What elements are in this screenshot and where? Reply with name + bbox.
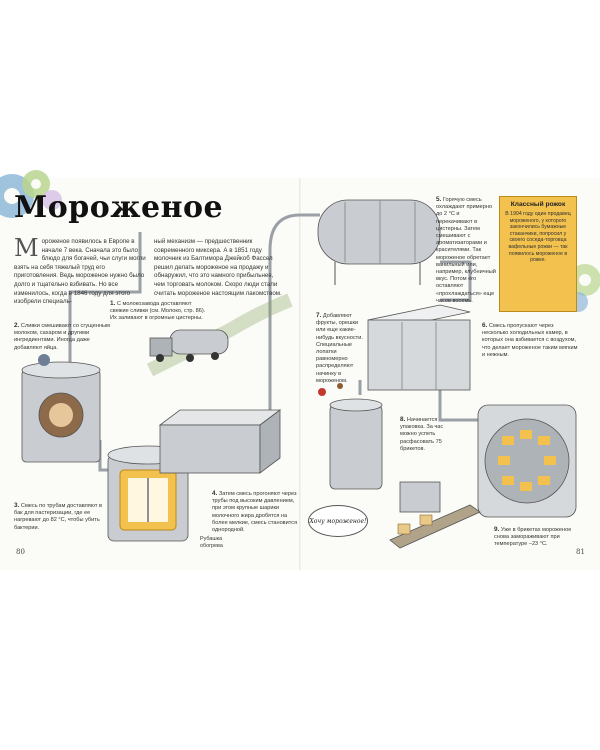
step-4-number: 4. xyxy=(212,490,218,497)
step-9-number: 9. xyxy=(494,526,500,533)
pasteurization-tank-illustration xyxy=(107,445,189,542)
heater-jacket-label: Рубашка обогрева xyxy=(200,536,223,549)
cooling-cistern-illustration xyxy=(317,199,441,285)
step-2-text: Сливки смешивают со сгущенным молоком, с… xyxy=(14,323,110,351)
step-8-text: Начинается упаковка. За час можно успеть… xyxy=(400,417,444,452)
packaging-conveyor-illustration xyxy=(389,481,481,549)
step-5-number: 5. xyxy=(436,196,442,203)
step-5-text: Горячую смесь охлаждают примерно до 2 °С… xyxy=(436,197,496,304)
step-1: 1. С молокозавода доставляют свежие слив… xyxy=(110,300,210,323)
step-7-number: 7. xyxy=(316,312,322,319)
intro-column-2: ный механизм — предшественник современно… xyxy=(154,238,282,297)
gears-decoration-left xyxy=(0,170,62,218)
page-number-right: 81 xyxy=(576,548,585,556)
step-3: 3. Смесь по трубам доставляют в бак для … xyxy=(14,502,104,532)
hardening-freezer-illustration xyxy=(477,404,577,518)
sidebar-box: Классный рожок В 1904 году один продавец… xyxy=(499,196,577,312)
step-9-text: Уже в брикетах мороженое снова заморажив… xyxy=(494,527,572,548)
intro-dropcap: М xyxy=(14,234,39,262)
step-1-number: 1. xyxy=(110,300,116,307)
step-3-text: Смесь по трубам доставляют в бак для пас… xyxy=(14,503,102,531)
step-9: 9. Уже в брикетах мороженое снова замора… xyxy=(494,526,584,549)
step-6-text: Смесь пропускают через несколько холодил… xyxy=(482,323,578,358)
step-4: 4. Затем смесь прогоняют через трубы под… xyxy=(212,490,298,534)
milk-tanker-illustration xyxy=(146,293,293,377)
filling-vat-illustration xyxy=(318,383,383,490)
step-4-text: Затем смесь прогоняют через трубы под вы… xyxy=(212,491,298,534)
step-2: 2. Сливки смешивают со сгущенным молоком… xyxy=(14,322,112,352)
speech-bubble: Хочу мороженое! xyxy=(308,505,368,537)
intro-text-1: ороженое появилось в Европе в начале 7 в… xyxy=(14,238,146,306)
page-number-left: 80 xyxy=(16,548,25,556)
step-6-number: 6. xyxy=(482,322,488,329)
sidebar-text: В 1904 году один продавец мороженого, у … xyxy=(505,211,571,264)
step-1-text: С молокозавода доставляют свежие сливки … xyxy=(110,301,206,322)
step-5: 5. Горячую смесь охлаждают примерно до 2… xyxy=(436,196,496,305)
mixing-vat-illustration xyxy=(21,354,101,463)
step-8-number: 8. xyxy=(400,416,406,423)
step-8: 8. Начинается упаковка. За час можно усп… xyxy=(400,416,444,453)
step-7: 7. Добавляют фрукты, орешки или еще каки… xyxy=(316,312,364,385)
sidebar-heading: Классный рожок xyxy=(510,201,566,208)
step-3-number: 3. xyxy=(14,502,20,509)
step-7-text: Добавляют фрукты, орешки или еще какие-н… xyxy=(316,313,363,384)
step-6: 6. Смесь пропускают через несколько холо… xyxy=(482,322,578,359)
step-2-number: 2. xyxy=(14,322,20,329)
book-gutter xyxy=(299,178,301,570)
freezer-chambers-illustration xyxy=(367,304,471,391)
page-title: Мороженое xyxy=(14,190,224,225)
homogenizer-illustration xyxy=(158,409,282,474)
